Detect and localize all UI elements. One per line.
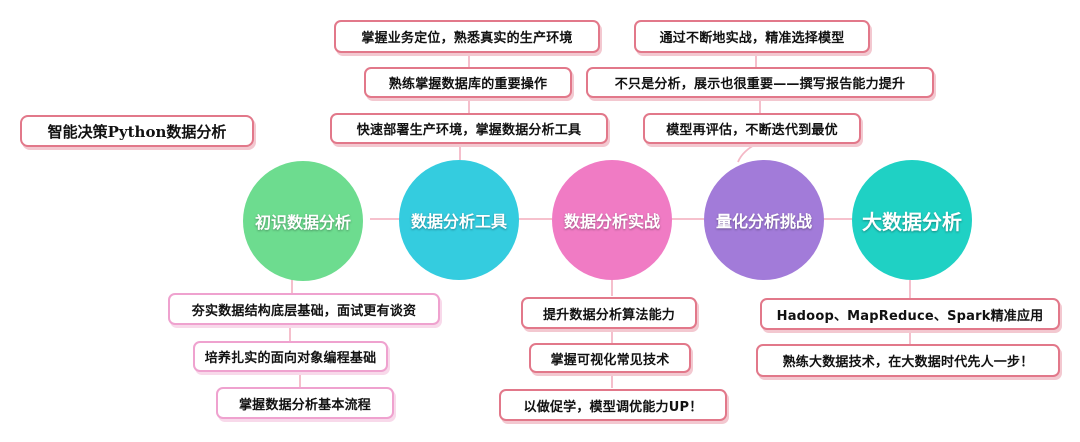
top-left-item-1: 掌握业务定位，熟悉真实的生产环境 [334, 20, 600, 53]
topic-circle-bigdata[interactable]: 大数据分析 [852, 160, 972, 280]
topic-circle-quant[interactable]: 量化分析挑战 [704, 160, 824, 280]
top-left-item-2: 熟练掌握数据库的重要操作 [364, 67, 572, 98]
bottom-mid-item-1: 提升数据分析算法能力 [521, 297, 697, 329]
topic-circle-tools[interactable]: 数据分析工具 [399, 160, 519, 280]
bottom-left-item-3: 掌握数据分析基本流程 [216, 387, 394, 419]
bottom-mid-item-3: 以做促学，模型调优能力UP！ [499, 389, 727, 421]
bottom-right-item-2: 熟练大数据技术，在大数据时代先人一步！ [756, 344, 1060, 377]
top-right-item-1: 通过不断地实战，精准选择模型 [634, 20, 870, 53]
top-left-item-3: 快速部署生产环境，掌握数据分析工具 [330, 113, 608, 144]
bottom-left-item-1: 夯实数据结构底层基础，面试更有谈资 [168, 293, 440, 325]
bottom-right-item-1: Hadoop、MapReduce、Spark精准应用 [760, 298, 1060, 330]
bottom-left-item-2: 培养扎实的面向对象编程基础 [193, 341, 388, 372]
top-right-item-2: 不只是分析，展示也很重要——撰写报告能力提升 [586, 67, 934, 98]
topic-circle-intro[interactable]: 初识数据分析 [243, 161, 363, 281]
page-title: 智能决策Python数据分析 [20, 115, 254, 147]
top-right-item-3: 模型再评估，不断迭代到最优 [643, 113, 861, 144]
topic-circle-practice[interactable]: 数据分析实战 [552, 160, 672, 280]
bottom-mid-item-2: 掌握可视化常见技术 [529, 343, 691, 373]
